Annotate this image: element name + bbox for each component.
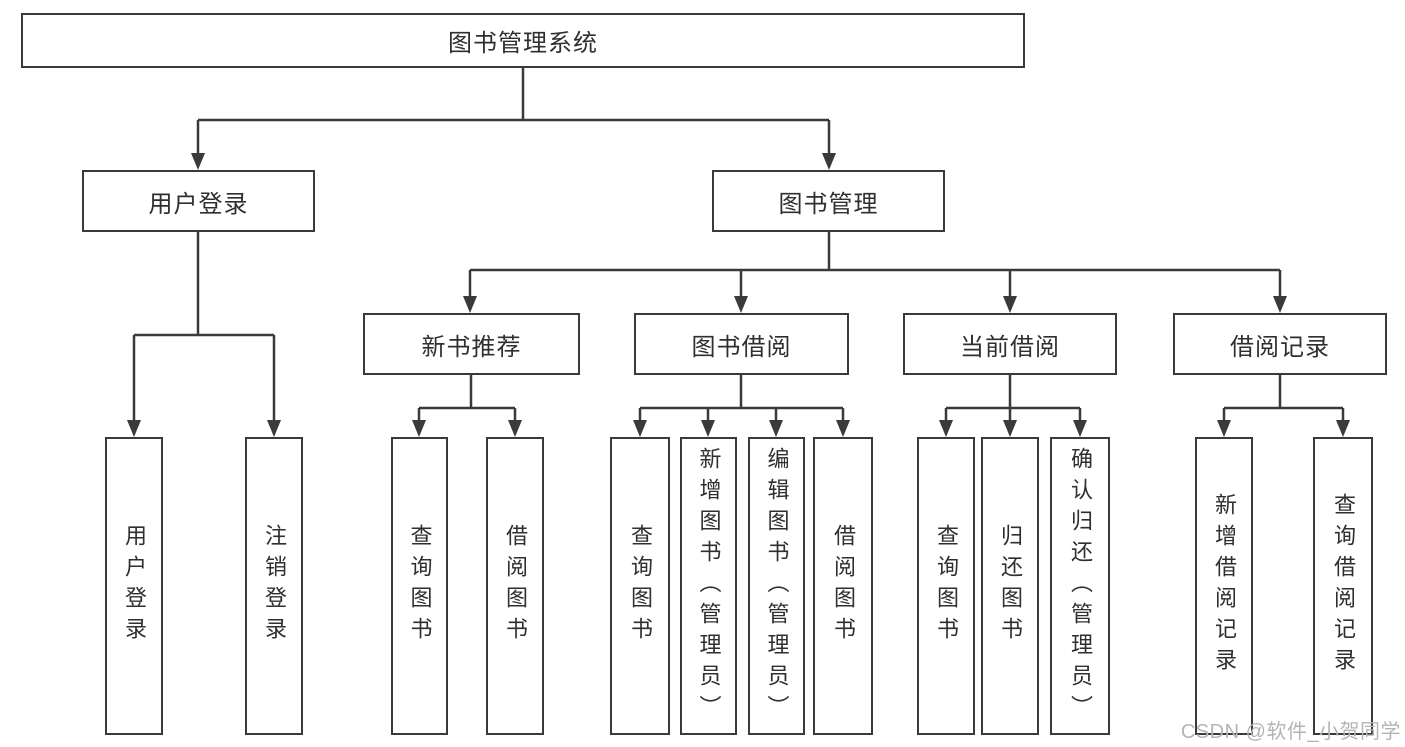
node-label: 用户登录 xyxy=(148,190,249,218)
node-label: 借阅图书 xyxy=(831,524,856,648)
node-label: 查询图书 xyxy=(934,524,959,648)
node-label: 注销登录 xyxy=(262,524,287,648)
node-query-books-borrowing: 查询图书 xyxy=(610,437,670,735)
node-label: 归还图书 xyxy=(998,524,1023,648)
node-label: 查询图书 xyxy=(628,524,653,648)
node-query-borrow-record: 查询借阅记录 xyxy=(1313,437,1373,735)
node-book-borrowing: 图书借阅 xyxy=(634,313,849,375)
node-borrow-books-borrowing: 借阅图书 xyxy=(813,437,873,735)
node-user-login: 用户登录 xyxy=(82,170,315,232)
node-book-management: 图书管理 xyxy=(712,170,945,232)
node-label: 查询借阅记录 xyxy=(1331,493,1356,679)
node-add-book-admin: 新增图书（管理员） xyxy=(680,437,737,735)
node-edit-book-admin: 编辑图书（管理员） xyxy=(748,437,805,735)
node-query-books-current: 查询图书 xyxy=(917,437,975,735)
node-library-management-system: 图书管理系统 xyxy=(21,13,1025,68)
node-label: 借阅记录 xyxy=(1230,333,1330,361)
node-label: 图书管理 xyxy=(778,190,879,218)
node-label: 确认归还（管理员） xyxy=(1068,446,1093,726)
node-add-borrow-record: 新增借阅记录 xyxy=(1195,437,1253,735)
node-label: 编辑图书（管理员） xyxy=(764,446,790,726)
node-label: 当前借阅 xyxy=(960,333,1060,361)
node-label: 查询图书 xyxy=(407,524,433,648)
node-new-book-recommendation: 新书推荐 xyxy=(363,313,580,375)
node-label: 新增借阅记录 xyxy=(1212,493,1237,679)
watermark: CSDN @软件_小贺同学 xyxy=(1180,721,1401,743)
node-borrowing-records: 借阅记录 xyxy=(1173,313,1387,375)
node-borrow-books-recommend: 借阅图书 xyxy=(486,437,544,735)
node-user-login-action: 用户登录 xyxy=(105,437,163,735)
node-current-borrowing: 当前借阅 xyxy=(903,313,1117,375)
node-label: 图书管理系统 xyxy=(448,30,598,57)
node-confirm-return-admin: 确认归还（管理员） xyxy=(1050,437,1110,735)
node-label: 新书推荐 xyxy=(421,333,522,361)
node-return-book: 归还图书 xyxy=(981,437,1039,735)
node-logout-action: 注销登录 xyxy=(245,437,303,735)
node-label: 新增图书（管理员） xyxy=(696,446,722,726)
node-query-books-recommend: 查询图书 xyxy=(391,437,448,735)
node-label: 图书借阅 xyxy=(691,333,792,361)
node-label: 用户登录 xyxy=(122,524,147,648)
node-label: 借阅图书 xyxy=(503,524,528,648)
